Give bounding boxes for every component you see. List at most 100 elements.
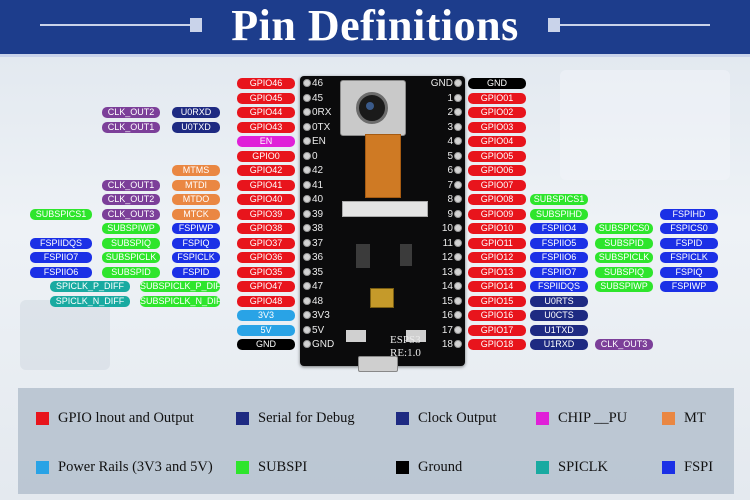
right-pin-hole-5 — [454, 152, 462, 160]
left-pin-hole-14 — [303, 282, 311, 290]
legend-label-7: Ground — [418, 459, 463, 475]
left-pin-number-11: 37 — [312, 238, 324, 249]
left-pin-18: GND — [237, 339, 295, 350]
left-extra-7-0: CLK_OUT1 — [102, 180, 160, 191]
background-cabinet — [20, 300, 110, 370]
left-pin-number-0: 46 — [312, 78, 324, 89]
left-pin-number-2: 0RX — [312, 107, 332, 118]
right-pin-hole-14 — [454, 282, 462, 290]
left-pin-6: GPIO42 — [237, 165, 295, 176]
right-extra-9-0: SUBSPIHD — [530, 209, 588, 220]
left-extra-15-0: SPICLK_N_DIFF — [50, 296, 130, 307]
usb-connector — [358, 356, 398, 372]
right-pin-hole-18 — [454, 340, 462, 348]
right-pin-number-10: 10 — [441, 223, 453, 234]
left-pin-0: GPIO46 — [237, 78, 295, 89]
left-extra-7-1: MTDI — [172, 180, 220, 191]
right-pin-hole-2 — [454, 108, 462, 116]
right-pin-number-18: 18 — [441, 339, 453, 350]
left-extra-15-1: SUBSPICLK_N_DIFF — [140, 296, 220, 307]
right-extra-10-2: FSPICS0 — [660, 223, 718, 234]
right-pin-hole-6 — [454, 166, 462, 174]
left-pin-hole-11 — [303, 239, 311, 247]
left-pin-hole-10 — [303, 224, 311, 232]
right-extra-13-0: FSPIIO7 — [530, 267, 588, 278]
left-pin-14: GPIO47 — [237, 281, 295, 292]
right-extra-11-1: SUBSPID — [595, 238, 653, 249]
title-banner: Pin Definitions — [0, 0, 750, 57]
right-extra-17-0: U1TXD — [530, 325, 588, 336]
legend-label-0: GPIO lnout and Output — [58, 410, 194, 426]
left-extra-8-0: CLK_OUT2 — [102, 194, 160, 205]
right-extra-14-0: FSPIIDQS — [530, 281, 588, 292]
left-pin-number-5: 0 — [312, 151, 318, 162]
right-pin-number-2: 2 — [447, 107, 453, 118]
right-pin-1: GPIO01 — [468, 93, 526, 104]
regulator — [370, 288, 394, 308]
left-extra-12-2: FSPICLK — [172, 252, 220, 263]
left-pin-hole-15 — [303, 297, 311, 305]
right-pin-number-6: 6 — [447, 165, 453, 176]
right-pin-hole-7 — [454, 181, 462, 189]
right-pin-hole-12 — [454, 253, 462, 261]
left-pin-16: 3V3 — [237, 310, 295, 321]
legend-swatch-0 — [36, 412, 49, 425]
legend-label-9: FSPI — [684, 459, 714, 475]
left-extra-2-0: CLK_OUT2 — [102, 107, 160, 118]
left-extra-3-0: CLK_OUT1 — [102, 122, 160, 133]
left-pin-hole-17 — [303, 326, 311, 334]
chip-small — [356, 244, 370, 268]
right-pin-2: GPIO02 — [468, 107, 526, 118]
left-pin-number-16: 3V3 — [312, 310, 330, 321]
left-pin-3: GPIO43 — [237, 122, 295, 133]
legend-label-4: MT — [684, 410, 706, 426]
right-pin-8: GPIO08 — [468, 194, 526, 205]
left-pin-17: 5V — [237, 325, 295, 336]
right-pin-number-11: 11 — [442, 238, 453, 249]
right-pin-15: GPIO15 — [468, 296, 526, 307]
right-pin-hole-4 — [454, 137, 462, 145]
right-extra-18-1: CLK_OUT3 — [595, 339, 653, 350]
left-pin-number-18: GND — [312, 339, 335, 350]
right-pin-0: GND — [468, 78, 526, 89]
left-pin-2: GPIO44 — [237, 107, 295, 118]
left-pin-hole-8 — [303, 195, 311, 203]
right-pin-number-14: 14 — [441, 281, 453, 292]
left-extra-3-1: U0TXD — [172, 122, 220, 133]
left-extra-10-1: FSPIWP — [172, 223, 220, 234]
chip-small-2 — [400, 244, 412, 266]
right-pin-17: GPIO17 — [468, 325, 526, 336]
legend-swatch-7 — [396, 461, 409, 474]
left-pin-hole-6 — [303, 166, 311, 174]
right-pin-5: GPIO05 — [468, 151, 526, 162]
right-pin-12: GPIO12 — [468, 252, 526, 263]
left-pin-15: GPIO48 — [237, 296, 295, 307]
left-extra-9-0: SUBSPICS1 — [30, 209, 92, 220]
right-extra-10-1: SUBSPICS0 — [595, 223, 653, 234]
left-pin-number-7: 41 — [312, 180, 324, 191]
left-extra-11-2: FSPIQ — [172, 238, 220, 249]
left-pin-8: GPIO40 — [237, 194, 295, 205]
left-pin-hole-7 — [303, 181, 311, 189]
right-pin-hole-0 — [454, 79, 462, 87]
right-pin-number-3: 3 — [447, 122, 453, 133]
left-pin-hole-0 — [303, 79, 311, 87]
left-pin-number-4: EN — [312, 136, 326, 147]
legend-label-5: Power Rails (3V3 and 5V) — [58, 459, 213, 475]
left-pin-12: GPIO36 — [237, 252, 295, 263]
left-pin-hole-4 — [303, 137, 311, 145]
legend-label-2: Clock Output — [418, 410, 497, 426]
left-extra-14-0: SPICLK_P_DIFF — [50, 281, 130, 292]
background-window — [560, 70, 730, 180]
left-extra-12-0: FSPIIO7 — [30, 252, 92, 263]
left-pin-number-17: 5V — [312, 325, 325, 336]
left-pin-hole-1 — [303, 94, 311, 102]
right-pin-9: GPIO09 — [468, 209, 526, 220]
legend-swatch-5 — [36, 461, 49, 474]
right-pin-14: GPIO14 — [468, 281, 526, 292]
legend-label-3: CHIP __PU — [558, 410, 628, 426]
right-extra-13-1: SUBSPIQ — [595, 267, 653, 278]
right-pin-hole-13 — [454, 268, 462, 276]
right-extra-12-1: SUBSPICLK — [595, 252, 653, 263]
left-extra-9-2: MTCK — [172, 209, 220, 220]
